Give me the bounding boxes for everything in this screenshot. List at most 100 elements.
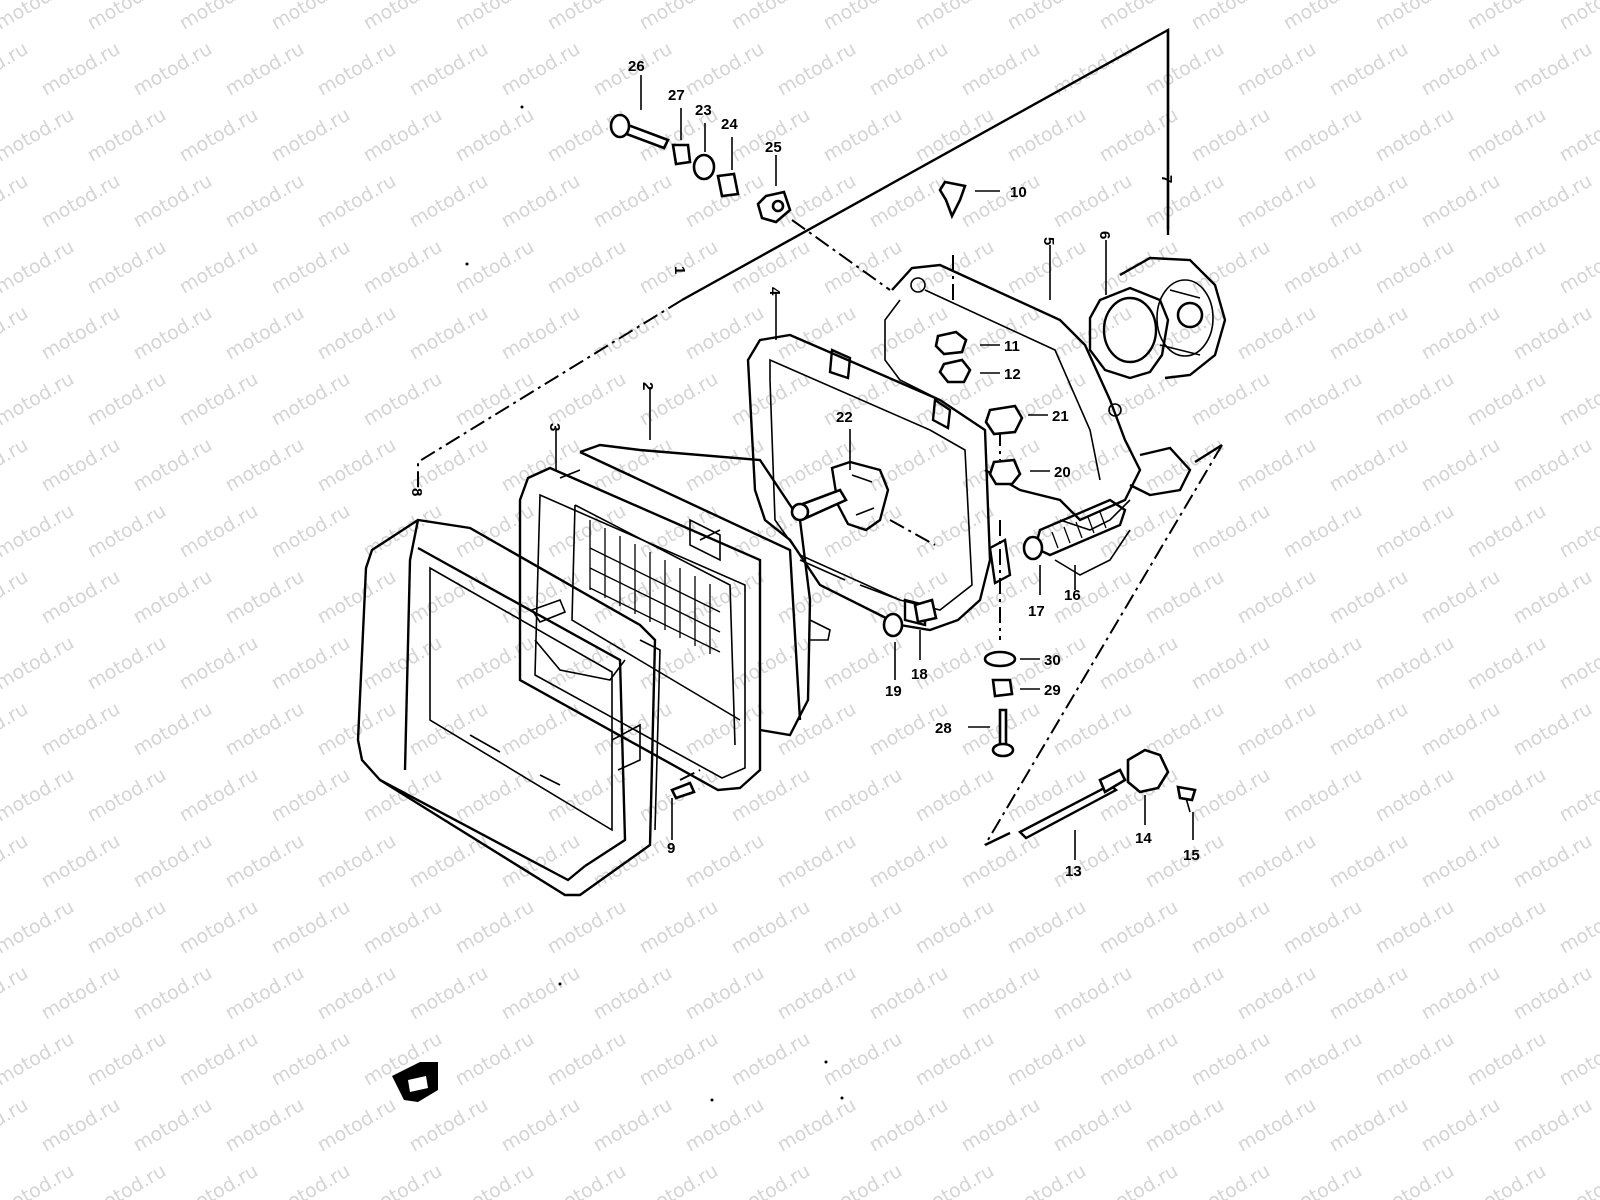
watermark-text: motod.ru [498,38,584,101]
watermark-text: motod.ru [774,566,860,629]
watermark-text: motod.ru [1418,170,1504,233]
watermark-text: motod.ru [912,1160,998,1200]
watermark-text: motod.ru [268,0,354,34]
watermark-text: motod.ru [912,500,998,563]
watermark-text: motod.ru [176,368,262,431]
watermark-text: motod.ru [912,632,998,695]
watermark-text: motod.ru [1234,302,1320,365]
watermark-text: motod.ru [820,764,906,827]
watermark-text: motod.ru [452,1028,538,1091]
bulb-socket [790,460,890,532]
callout-11: 11 [1004,338,1020,355]
watermark-text: motod.ru [636,896,722,959]
watermark-text: motod.ru [636,1160,722,1200]
watermark-text: motod.ru [406,962,492,1025]
callout-29: 29 [1044,682,1061,699]
watermark-text: motod.ru [0,1094,32,1157]
watermark-text: motod.ru [360,0,446,34]
watermark-text: motod.ru [866,566,952,629]
callout-14: 14 [1135,830,1152,847]
watermark-text: motod.ru [1510,566,1596,629]
watermark-text: motod.ru [0,368,78,431]
watermark-text: motod.ru [1464,104,1550,167]
watermark-text: motod.ru [1326,170,1412,233]
watermark-text: motod.ru [1096,896,1182,959]
callout-leaders [555,75,1194,860]
watermark-text: motod.ru [176,1160,262,1200]
watermark-text: motod.ru [38,170,124,233]
watermark-text: motod.ru [406,1094,492,1157]
callout-5: 5 [1040,237,1057,245]
callout-22: 22 [836,409,853,426]
watermark-text: motod.ru [774,434,860,497]
watermark-text: motod.ru [866,434,952,497]
watermark-text: motod.ru [84,104,170,167]
watermark-text: motod.ru [1556,1028,1600,1091]
watermark-text: motod.ru [314,698,400,761]
watermark-text: motod.ru [0,302,32,365]
assembly-bracket-lines [417,27,1223,847]
watermark-text: motod.ru [222,38,308,101]
watermark-text: motod.ru [1050,566,1136,629]
watermark-text: motod.ru [1556,236,1600,299]
watermark-text: motod.ru [1142,1094,1228,1157]
watermark-text: motod.ru [1372,764,1458,827]
watermark-text: motod.ru [1280,764,1366,827]
watermark-text: motod.ru [0,170,32,233]
watermark-text: motod.ru [84,896,170,959]
watermark-text: motod.ru [222,302,308,365]
watermark-text: motod.ru [38,434,124,497]
watermark-text: motod.ru [176,500,262,563]
watermark-text: motod.ru [1556,0,1600,34]
watermark-text: motod.ru [360,236,446,299]
watermark-text: motod.ru [0,698,32,761]
watermark-text: motod.ru [1004,0,1090,34]
watermark-text: motod.ru [498,566,584,629]
watermark-text: motod.ru [912,896,998,959]
watermark-text: motod.ru [1142,698,1228,761]
watermark-text: motod.ru [452,632,538,695]
callout-12: 12 [1004,366,1021,383]
watermark-text: motod.ru [1142,38,1228,101]
watermark-text: motod.ru [682,302,768,365]
watermark-text: motod.ru [1372,104,1458,167]
callout-28: 28 [935,720,952,737]
watermark-text: motod.ru [866,38,952,101]
watermark-text: motod.ru [1234,698,1320,761]
watermark-text: motod.ru [866,170,952,233]
callout-labels: 1 2 3 4 5 6 7 8 9 10 11 12 13 14 15 16 1… [408,58,1200,880]
watermark-text: motod.ru [1050,170,1136,233]
watermark-text: motod.ru [1096,236,1182,299]
watermark-text: motod.ru [314,170,400,233]
watermark-text: motod.ru [0,434,32,497]
watermark-text: motod.ru [544,236,630,299]
callout-6: 6 [1096,231,1113,239]
watermark-text: motod.ru [1372,1160,1458,1200]
watermark-text: motod.ru [268,500,354,563]
watermark-text: motod.ru [268,368,354,431]
watermark-text: motod.ru [1418,698,1504,761]
watermark-text: motod.ru [820,896,906,959]
watermark-text: motod.ru [1280,632,1366,695]
watermark-text: motod.ru [176,1028,262,1091]
watermark-text: motod.ru [1464,1028,1550,1091]
watermark-text: motod.ru [636,1028,722,1091]
front-arrow-icon [392,1062,438,1102]
watermark-text: motod.ru [268,632,354,695]
watermark-text: motod.ru [130,830,216,893]
watermark-text: motod.ru [1326,434,1412,497]
watermark-text: motod.ru [1418,962,1504,1025]
watermark-text: motod.ru [176,764,262,827]
watermark-text: motod.ru [1556,368,1600,431]
callout-27: 27 [668,87,685,104]
watermark-text: motod.ru [590,1094,676,1157]
watermark-text: motod.ru [222,830,308,893]
watermark-text: motod.ru [912,0,998,34]
watermark-text: motod.ru [0,896,78,959]
rear-case [884,263,1192,531]
callout-20: 20 [1054,464,1071,481]
watermark-text: motod.ru [222,566,308,629]
watermark-text: motod.ru [314,566,400,629]
watermark-text: motod.ru [452,764,538,827]
callout-15: 15 [1183,847,1200,864]
